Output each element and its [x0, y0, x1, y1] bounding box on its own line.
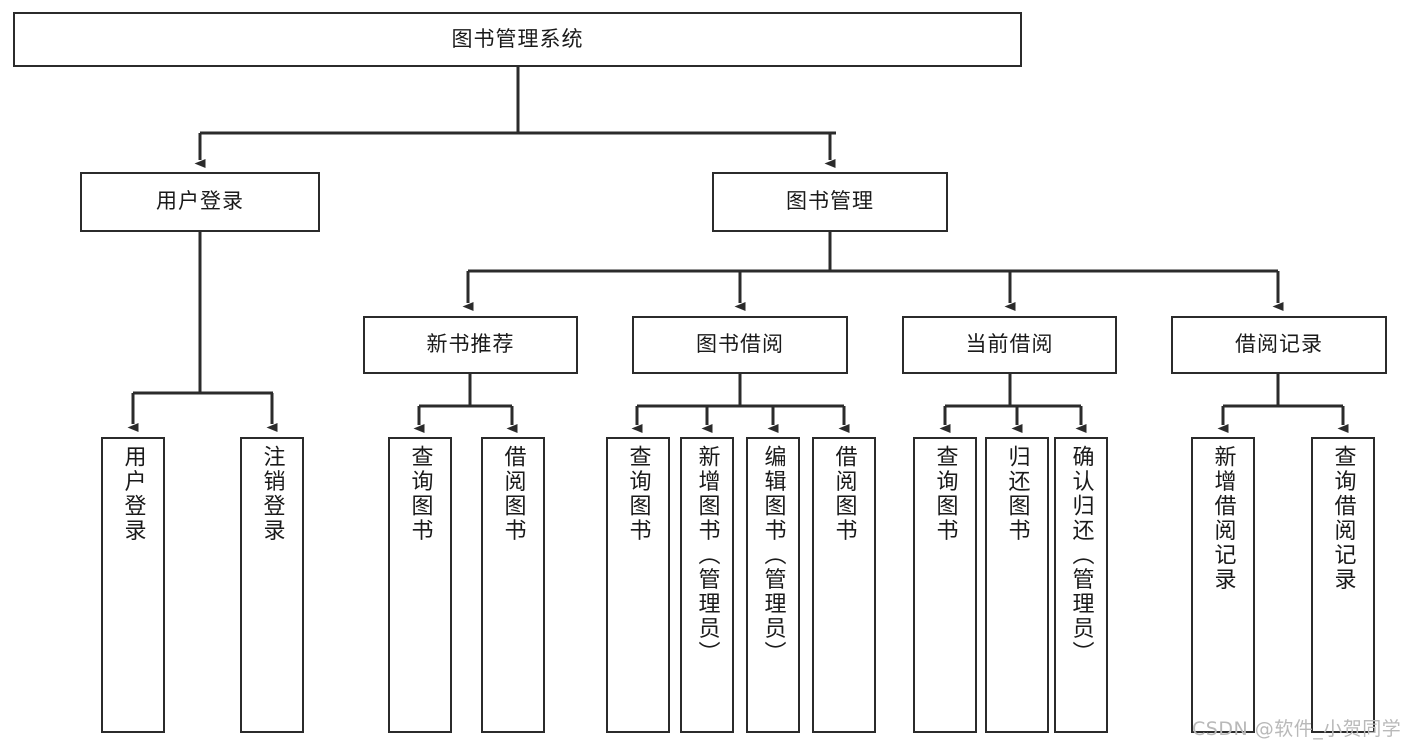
node-leaf-query-book-2-label: 查询图书	[625, 445, 651, 543]
node-leaf-logout-label: 注销登录	[259, 445, 285, 543]
node-leaf-return-book-label: 归还图书	[1004, 445, 1030, 543]
node-root[interactable]: 图书管理系统	[13, 12, 1022, 67]
node-current-borrow-label: 当前借阅	[965, 332, 1054, 357]
node-leaf-confirm-return-label: 确认归还（管理员）	[1068, 445, 1094, 666]
node-user-login[interactable]: 用户登录	[80, 172, 320, 232]
node-leaf-add-book-label: 新增图书（管理员）	[694, 445, 720, 666]
node-leaf-borrow-book-2-label: 借阅图书	[831, 445, 857, 543]
node-leaf-borrow-book-2[interactable]: 借阅图书	[812, 437, 876, 733]
node-leaf-borrow-book-1-label: 借阅图书	[500, 445, 526, 543]
node-leaf-query-book-3-label: 查询图书	[932, 445, 958, 543]
node-leaf-add-book[interactable]: 新增图书（管理员）	[680, 437, 734, 733]
node-leaf-edit-book-label: 编辑图书（管理员）	[760, 445, 786, 666]
node-new-book-recommend-label: 新书推荐	[426, 332, 515, 357]
node-book-manage[interactable]: 图书管理	[712, 172, 948, 232]
node-borrow-record-label: 借阅记录	[1235, 332, 1323, 357]
node-leaf-query-book-3[interactable]: 查询图书	[913, 437, 977, 733]
node-book-borrow[interactable]: 图书借阅	[632, 316, 848, 374]
node-book-borrow-label: 图书借阅	[696, 332, 784, 357]
node-leaf-query-book-1-label: 查询图书	[407, 445, 433, 543]
node-current-borrow[interactable]: 当前借阅	[902, 316, 1117, 374]
node-book-manage-label: 图书管理	[786, 189, 874, 214]
node-leaf-user-login-label: 用户登录	[120, 445, 146, 543]
node-leaf-edit-book[interactable]: 编辑图书（管理员）	[746, 437, 800, 733]
node-leaf-query-record-label: 查询借阅记录	[1330, 445, 1356, 592]
node-borrow-record[interactable]: 借阅记录	[1171, 316, 1387, 374]
node-leaf-borrow-book-1[interactable]: 借阅图书	[481, 437, 545, 733]
node-leaf-logout[interactable]: 注销登录	[240, 437, 304, 733]
node-leaf-user-login[interactable]: 用户登录	[101, 437, 165, 733]
csdn-watermark: CSDN @软件_小贺同学	[1192, 718, 1402, 740]
node-root-label: 图书管理系统	[451, 26, 584, 51]
node-leaf-query-book-2[interactable]: 查询图书	[606, 437, 670, 733]
node-leaf-confirm-return[interactable]: 确认归还（管理员）	[1054, 437, 1108, 733]
node-leaf-return-book[interactable]: 归还图书	[985, 437, 1049, 733]
node-leaf-add-record[interactable]: 新增借阅记录	[1191, 437, 1255, 733]
node-new-book-recommend[interactable]: 新书推荐	[363, 316, 578, 374]
node-leaf-query-book-1[interactable]: 查询图书	[388, 437, 452, 733]
node-leaf-query-record[interactable]: 查询借阅记录	[1311, 437, 1375, 733]
node-leaf-add-record-label: 新增借阅记录	[1210, 445, 1236, 592]
node-user-login-label: 用户登录	[156, 189, 244, 214]
